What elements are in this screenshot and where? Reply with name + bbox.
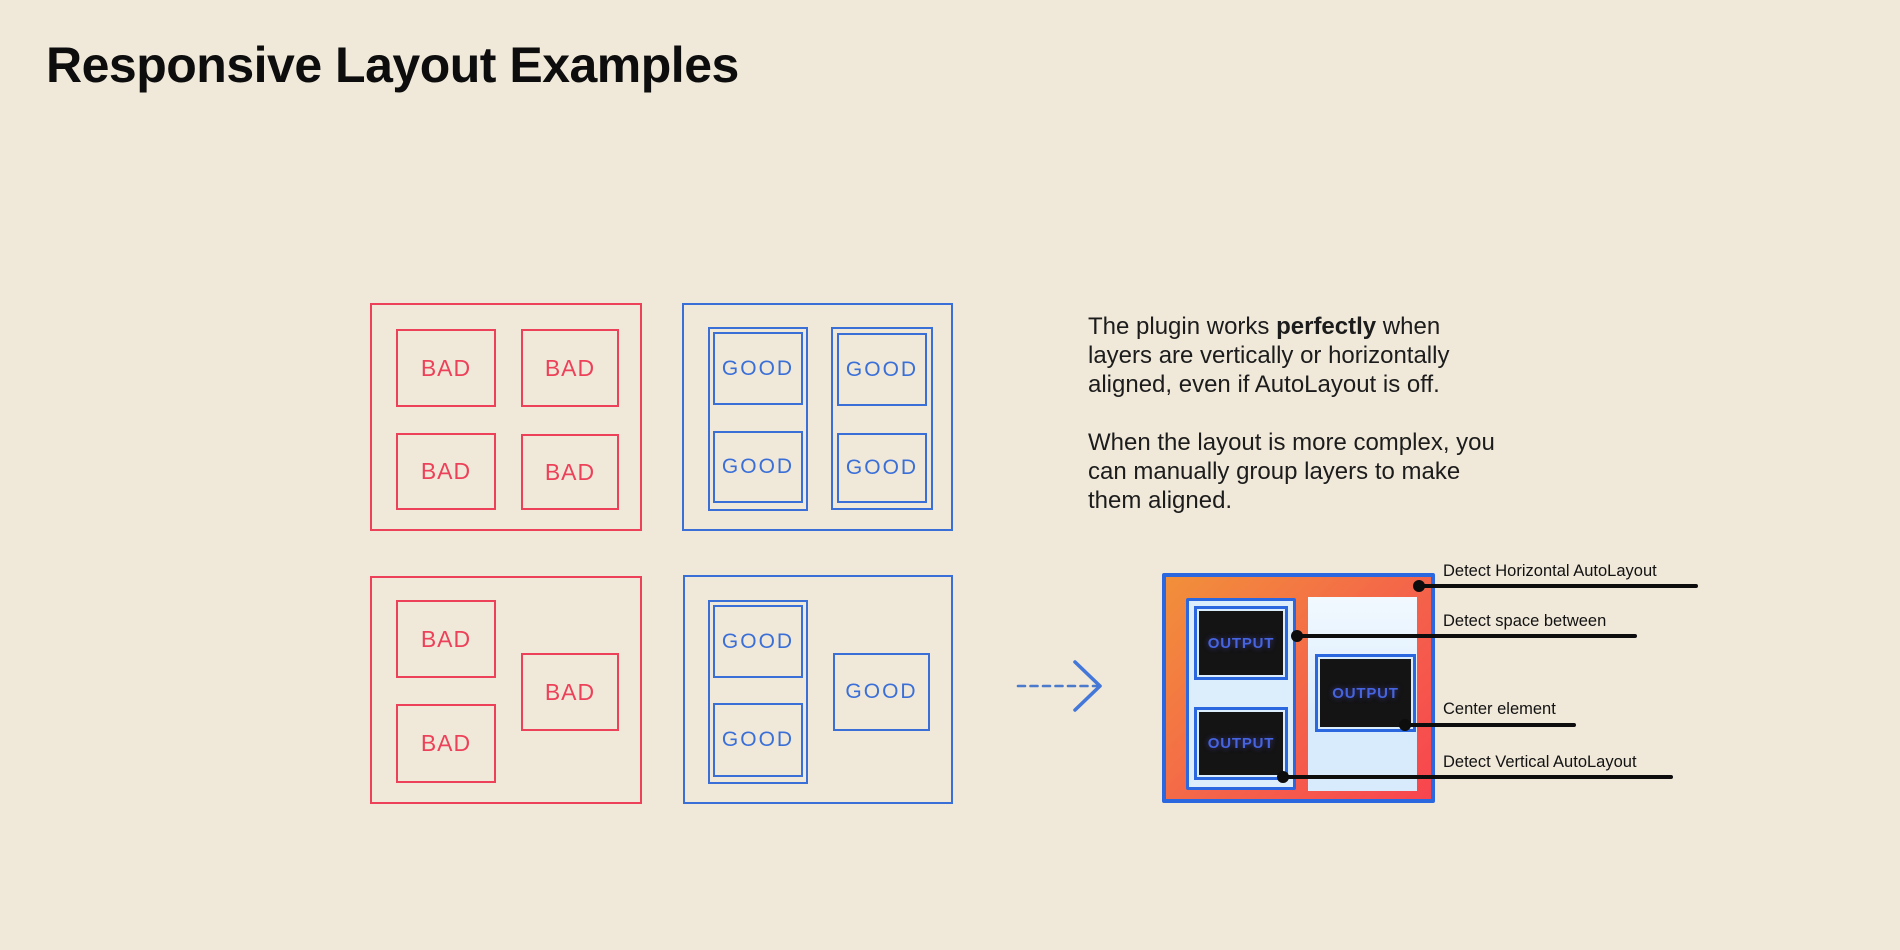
bad-label: BAD (420, 730, 472, 756)
output-vertical-group: OUTPUT OUTPUT (1186, 598, 1296, 790)
bad-label: BAD (544, 354, 596, 381)
output-frame: OUTPUT OUTPUT OUTPUT (1162, 573, 1435, 803)
arrow-right-icon (1016, 660, 1102, 712)
output-box-centered: OUTPUT (1315, 654, 1416, 732)
description-bold-run: perfectly (1276, 313, 1377, 340)
page-title: Responsive Layout Examples (46, 37, 739, 93)
bad-box: BAD (396, 329, 496, 407)
connector-dot (1399, 719, 1411, 731)
good-label: GOOD (845, 456, 919, 479)
annotation-detect-vertical: Detect Vertical AutoLayout (1443, 753, 1637, 771)
annotation-space-between: Detect space between (1443, 612, 1607, 630)
bad-box: BAD (521, 653, 619, 731)
good-label: GOOD (721, 728, 795, 751)
good-box: GOOD (837, 433, 927, 503)
good-group: GOOD GOOD (831, 327, 933, 510)
connector-line (1419, 584, 1698, 588)
bad-label: BAD (420, 354, 472, 381)
bad-box: BAD (521, 329, 619, 407)
output-label: OUTPUT (1207, 735, 1275, 752)
output-box: OUTPUT (1194, 707, 1288, 780)
bad-label: BAD (544, 678, 596, 705)
bad-example-complex-frame: BAD BAD BAD (370, 576, 642, 804)
good-label: GOOD (845, 357, 919, 381)
description-text: The plugin works perfectly when layers a… (1088, 312, 1502, 515)
bad-example-aligned-frame: BAD BAD BAD BAD (370, 303, 642, 531)
good-box: GOOD (713, 605, 803, 678)
good-label: GOOD (845, 680, 918, 703)
bad-label: BAD (420, 625, 472, 652)
bad-box: BAD (396, 433, 496, 510)
good-group: GOOD GOOD (708, 600, 808, 784)
bad-box: BAD (521, 434, 619, 510)
bad-label: BAD (420, 458, 472, 484)
connector-dot (1291, 630, 1303, 642)
good-label: GOOD (721, 356, 795, 380)
good-box: GOOD (833, 653, 930, 731)
description-paragraph-2: When the layout is more complex, you can… (1088, 429, 1495, 514)
good-box: GOOD (713, 431, 803, 503)
good-label: GOOD (721, 629, 795, 653)
output-label: OUTPUT (1207, 634, 1275, 652)
good-example-complex-frame: GOOD GOOD GOOD (683, 575, 953, 804)
connector-line (1283, 775, 1673, 779)
good-box: GOOD (713, 332, 803, 405)
good-group: GOOD GOOD (708, 327, 808, 511)
bad-box: BAD (396, 704, 496, 783)
connector-line (1297, 634, 1637, 638)
good-box: GOOD (837, 333, 927, 406)
connector-dot (1277, 771, 1289, 783)
connector-dot (1413, 580, 1425, 592)
output-label: OUTPUT (1332, 684, 1399, 702)
annotation-detect-horizontal: Detect Horizontal AutoLayout (1443, 562, 1657, 580)
bad-label: BAD (544, 458, 596, 485)
connector-line (1405, 723, 1576, 727)
annotation-center-element: Center element (1443, 700, 1556, 718)
output-box: OUTPUT (1194, 606, 1288, 680)
description-text-run: The plugin works (1088, 313, 1277, 340)
good-label: GOOD (721, 455, 795, 478)
description-text-run: when layers are vertically or horizontal… (1088, 313, 1450, 398)
good-example-grouped-frame: GOOD GOOD GOOD GOOD (682, 303, 953, 531)
description-paragraph-1: The plugin works perfectly when layers a… (1088, 312, 1502, 399)
good-box: GOOD (713, 703, 803, 777)
bad-box: BAD (396, 600, 496, 678)
